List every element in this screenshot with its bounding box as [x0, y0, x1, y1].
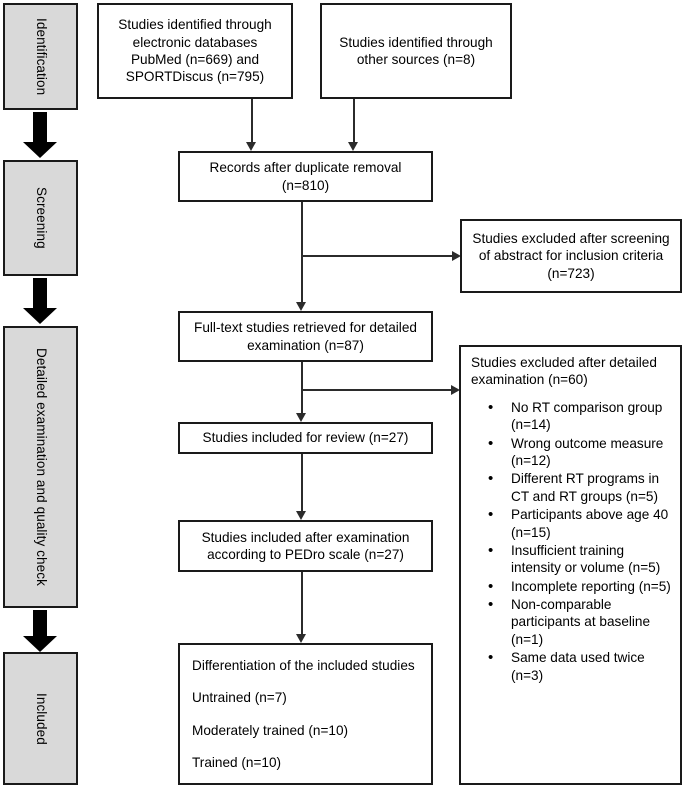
list-item-label: Insufficient training intensity or volum… — [511, 542, 661, 576]
box-studies-included-for-review: Studies included for review (n=27) — [178, 422, 433, 454]
connector-duplicates-to-fulltext-arrowhead — [296, 302, 307, 311]
box-fulltext-retrieved: Full-text studies retrieved for detailed… — [178, 311, 433, 362]
connector-review-to-pedro — [301, 454, 303, 511]
box-studies-databases-text: Studies identified through electronic da… — [118, 17, 272, 85]
differentiation-line-moderately-trained: Moderately trained (n=10) — [192, 722, 349, 738]
box-excluded-after-screening-text: Studies excluded after screening of abst… — [472, 230, 670, 281]
connector-branch-to-screening-exclusion-arrowhead — [452, 250, 461, 261]
connector-pedro-to-differentiation — [301, 572, 303, 634]
list-item-label: Participants above age 40 (n=15) — [511, 507, 669, 540]
stage-arrow-screening-to-detailed — [23, 278, 57, 324]
stage-arrow-detailed-to-included — [23, 610, 57, 652]
list-item-label: Different RT programs in CT and RT group… — [511, 471, 660, 504]
list-item: • Wrong outcome measure (n=12) — [471, 435, 672, 470]
list-item-label: Same data used twice (n=3) — [511, 650, 645, 683]
stage-box-screening: Screening — [3, 160, 78, 276]
list-item-label: No RT comparison group (n=14) — [511, 399, 663, 433]
connector-fulltext-to-included-arrowhead — [296, 413, 307, 422]
box-studies-other-sources: Studies identified through other sources… — [320, 3, 512, 99]
differentiation-heading: Differentiation of the included studies — [192, 658, 415, 673]
connector-duplicates-to-fulltext — [301, 202, 303, 302]
box-studies-included-pedro: Studies included after examination accor… — [178, 520, 433, 572]
box-records-after-duplicate-removal-text: Records after duplicate removal (n=810) — [209, 160, 402, 193]
list-item: • Non-comparable participants at baselin… — [471, 596, 672, 648]
list-item: • Participants above age 40 (n=15) — [471, 506, 672, 541]
excluded-detailed-heading: Studies excluded after detailed examinat… — [471, 355, 657, 388]
bullet-icon: • — [488, 577, 494, 595]
connector-fulltext-to-included — [301, 362, 303, 413]
box-differentiation-of-included-studies: Differentiation of the included studies … — [178, 643, 433, 785]
stage-label-screening: Screening — [33, 187, 49, 249]
box-fulltext-retrieved-text: Full-text studies retrieved for detailed… — [194, 320, 417, 353]
stage-label-identification: Identification — [33, 17, 49, 96]
connector-other-sources-down — [353, 99, 355, 142]
connector-other-sources-arrowhead — [348, 142, 359, 151]
list-item: • Same data used twice (n=3) — [471, 649, 672, 684]
stage-box-detailed-examination: Detailed examination and quality check — [3, 326, 78, 608]
bullet-icon: • — [488, 506, 494, 524]
list-item-label: Wrong outcome measure (n=12) — [511, 435, 664, 468]
excluded-detailed-list: • No RT comparison group (n=14) • Wrong … — [471, 399, 672, 684]
stage-box-included: Included — [3, 652, 78, 785]
box-studies-databases: Studies identified through electronic da… — [97, 3, 293, 99]
box-excluded-after-detailed-examination: Studies excluded after detailed examinat… — [459, 345, 682, 785]
differentiation-line-untrained: Untrained (n=7) — [192, 690, 287, 706]
connector-review-to-pedro-arrowhead — [296, 511, 307, 520]
connector-branch-to-detailed-exclusion-arrowhead — [451, 384, 460, 395]
stage-label-included: Included — [33, 692, 49, 745]
stage-label-detailed-examination: Detailed examination and quality check — [33, 348, 49, 586]
bullet-icon: • — [488, 596, 494, 614]
box-studies-other-sources-text: Studies identified through other sources… — [339, 34, 493, 67]
bullet-icon: • — [488, 541, 494, 559]
connector-branch-to-screening-exclusion — [301, 255, 453, 257]
bullet-icon: • — [488, 470, 494, 488]
bullet-icon: • — [488, 649, 494, 667]
connector-databases-arrowhead — [246, 142, 257, 151]
list-item: • Different RT programs in CT and RT gro… — [471, 470, 672, 505]
differentiation-line-trained: Trained (n=10) — [192, 755, 282, 771]
stage-arrow-identification-to-screening — [23, 112, 57, 158]
list-item-label: Incomplete reporting (n=5) — [511, 578, 671, 594]
box-records-after-duplicate-removal: Records after duplicate removal (n=810) — [178, 151, 433, 202]
list-item-label: Non-comparable participants at baseline … — [511, 597, 651, 647]
list-item: • No RT comparison group (n=14) — [471, 399, 672, 434]
connector-databases-down — [251, 99, 253, 142]
box-studies-included-for-review-text: Studies included for review (n=27) — [202, 430, 409, 446]
stage-box-identification: Identification — [3, 3, 78, 110]
connector-pedro-to-differentiation-arrowhead — [296, 634, 307, 643]
list-item: • Incomplete reporting (n=5) — [471, 578, 672, 595]
bullet-icon: • — [488, 434, 494, 452]
bullet-icon: • — [488, 398, 494, 416]
list-item: • Insufficient training intensity or vol… — [471, 542, 672, 577]
connector-branch-to-detailed-exclusion — [301, 389, 452, 391]
box-excluded-after-screening: Studies excluded after screening of abst… — [460, 219, 682, 293]
box-studies-included-pedro-text: Studies included after examination accor… — [201, 529, 410, 562]
